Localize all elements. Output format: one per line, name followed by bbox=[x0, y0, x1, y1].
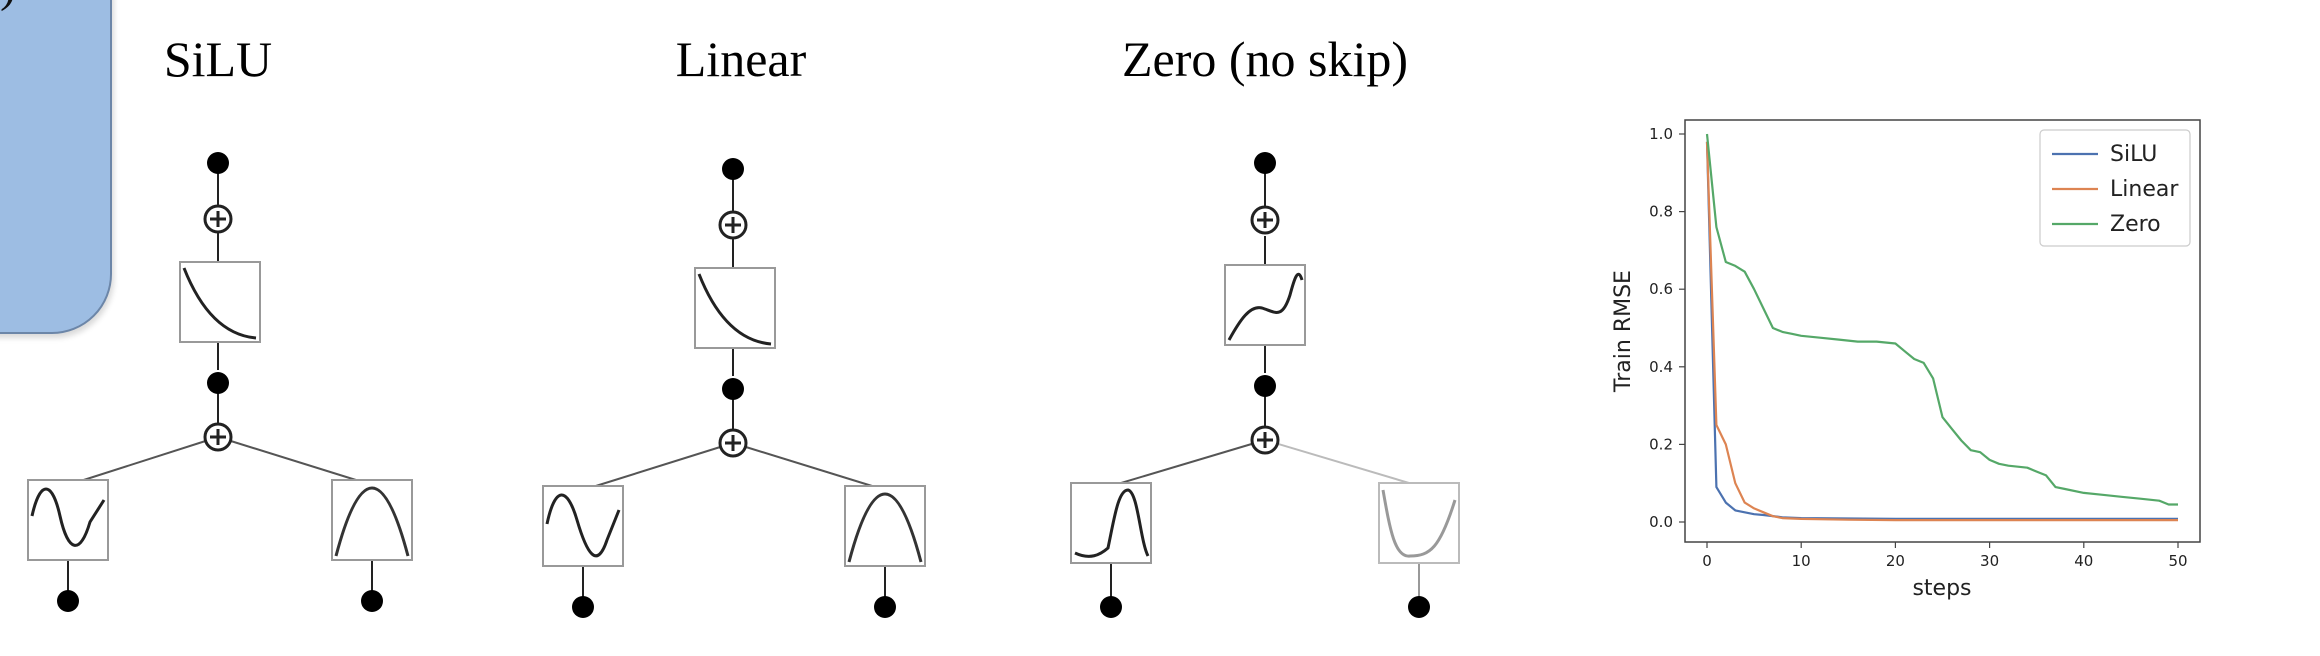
edge-right-silu bbox=[217, 436, 373, 486]
train-rmse-chart: 0.0 0.2 0.4 0.6 0.8 1.0 0 10 20 30 40 50 steps Tra… bbox=[1611, 119, 2201, 601]
legend-label-zero: Zero bbox=[2110, 212, 2161, 237]
x-tick-label: 20 bbox=[1886, 552, 1905, 570]
y-axis-label: Train RMSE bbox=[1611, 270, 1636, 393]
legend-label-linear: Linear bbox=[2110, 177, 2179, 202]
x-axis-ticks: 0 10 20 30 40 50 bbox=[1702, 542, 2188, 570]
callout-text: ) bbox=[0, 0, 16, 10]
network-linear bbox=[542, 158, 926, 618]
hidden-node bbox=[207, 372, 229, 394]
series-line-silu bbox=[1705, 141, 2178, 520]
y-tick-label: 0.6 bbox=[1649, 280, 1673, 298]
callout-box: ) bbox=[0, 0, 112, 334]
input-node bbox=[57, 590, 79, 612]
decay-curve bbox=[182, 267, 257, 340]
series-lines bbox=[1705, 133, 2178, 522]
y-axis-ticks: 0.0 0.2 0.4 0.6 0.8 1.0 bbox=[1649, 125, 1685, 531]
edge-left-silu bbox=[67, 436, 219, 486]
network-title-linear: Linear bbox=[675, 31, 807, 87]
activation-box-top-silu bbox=[179, 261, 261, 343]
activation-box-right-silu bbox=[331, 479, 413, 561]
input-node bbox=[361, 590, 383, 612]
x-tick-label: 40 bbox=[2074, 552, 2093, 570]
y-tick-label: 0.2 bbox=[1649, 435, 1673, 453]
kan-network-diagrams bbox=[27, 152, 1460, 618]
x-tick-label: 0 bbox=[1702, 552, 1712, 570]
activation-box-left-silu bbox=[27, 479, 109, 561]
x-tick-label: 10 bbox=[1792, 552, 1811, 570]
y-tick-label: 0.4 bbox=[1649, 358, 1673, 376]
sine-curve bbox=[30, 487, 106, 547]
legend-label-silu: SiLU bbox=[2110, 142, 2157, 167]
x-tick-label: 30 bbox=[1980, 552, 1999, 570]
network-title-silu: SiLU bbox=[163, 31, 273, 87]
y-tick-label: 0.8 bbox=[1649, 203, 1673, 221]
network-silu bbox=[27, 152, 413, 612]
y-tick-label: 0.0 bbox=[1649, 513, 1673, 531]
series-line-linear bbox=[1705, 141, 2178, 522]
output-node bbox=[207, 152, 229, 174]
x-tick-label: 50 bbox=[2168, 552, 2187, 570]
network-title-zero: Zero (no skip) bbox=[1121, 31, 1409, 87]
series-line-zero bbox=[1705, 133, 2178, 506]
parabola-curve bbox=[334, 486, 410, 557]
legend-box bbox=[2039, 129, 2191, 247]
y-tick-label: 1.0 bbox=[1649, 125, 1673, 143]
x-axis-label: steps bbox=[1912, 576, 1971, 601]
network-zero bbox=[1070, 152, 1460, 618]
